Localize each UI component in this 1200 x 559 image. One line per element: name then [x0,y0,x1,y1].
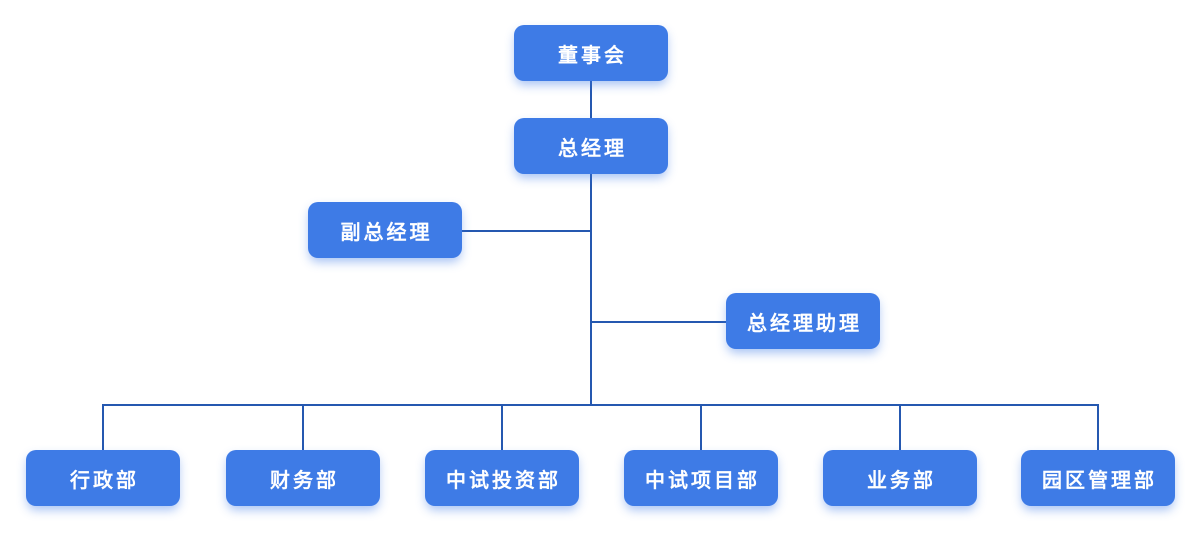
connector-deputy-branch [461,230,592,232]
org-node-business-dept: 业务部 [823,450,977,506]
org-node-pilot-investment-dept: 中试投资部 [425,450,579,506]
connector-departments-bus [102,404,1099,406]
org-node-deputy-general-manager-label: 副总经理 [340,221,433,244]
org-node-pilot-project-dept-label: 中试项目部 [645,469,760,492]
connector-assistant-branch [591,321,726,323]
org-node-board: 董事会 [514,25,668,81]
org-node-finance-dept-label: 财务部 [270,469,339,492]
org-node-park-management-dept: 园区管理部 [1021,450,1175,506]
connector-drop-park-management [1097,404,1099,450]
org-node-general-manager: 总经理 [514,118,668,174]
org-node-park-management-dept-label: 园区管理部 [1042,469,1157,492]
org-node-finance-dept: 财务部 [226,450,380,506]
org-node-admin-dept: 行政部 [26,450,180,506]
org-node-gm-assistant: 总经理助理 [726,293,880,349]
connector-drop-business [899,404,901,450]
org-node-business-dept-label: 业务部 [867,469,936,492]
connector-drop-finance [302,404,304,450]
connector-board-to-gm [590,81,592,118]
org-node-pilot-investment-dept-label: 中试投资部 [446,469,561,492]
connector-drop-pilot-investment [501,404,503,450]
connector-drop-admin [102,404,104,450]
connector-gm-trunk [590,174,592,406]
org-node-board-label: 董事会 [558,44,627,67]
org-node-general-manager-label: 总经理 [558,137,627,160]
org-node-pilot-project-dept: 中试项目部 [624,450,778,506]
org-node-admin-dept-label: 行政部 [70,469,139,492]
connector-drop-pilot-project [700,404,702,450]
org-node-deputy-general-manager: 副总经理 [308,202,462,258]
org-node-gm-assistant-label: 总经理助理 [747,312,862,335]
